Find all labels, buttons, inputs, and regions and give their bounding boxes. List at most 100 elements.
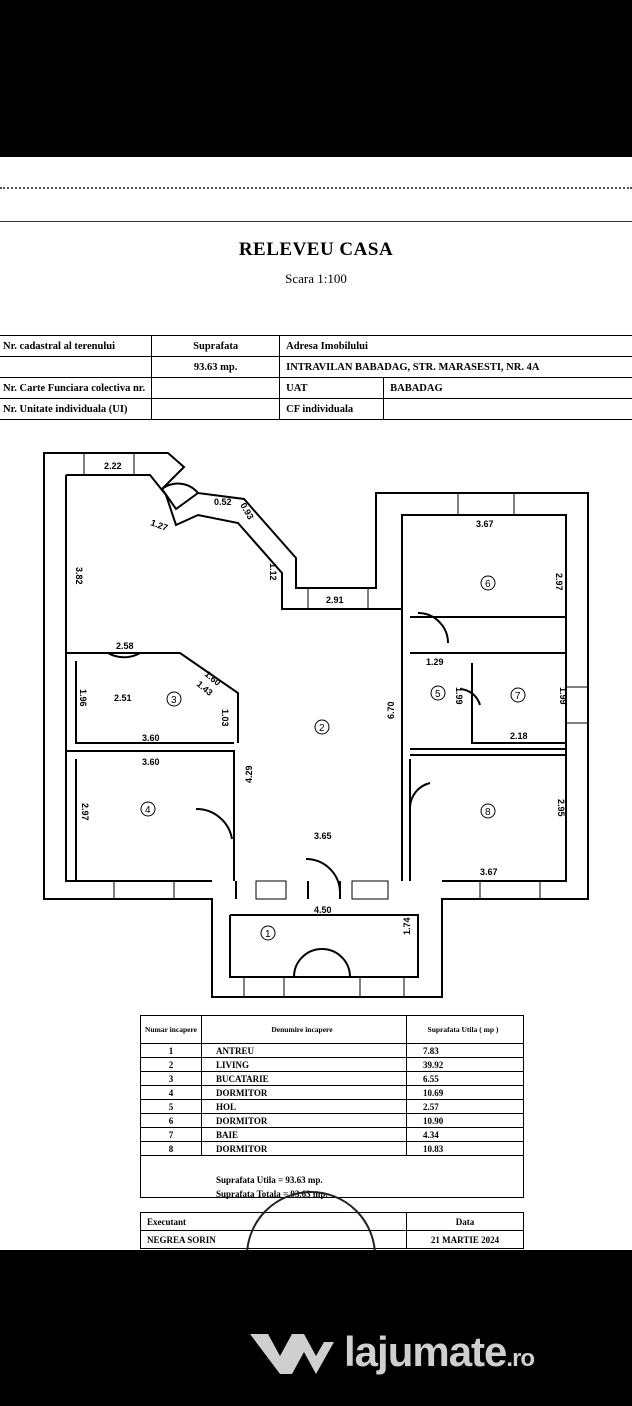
total-useful-surface: Suprafata Utila = 93.63 mp. xyxy=(216,1175,323,1185)
empty-cell xyxy=(383,398,632,420)
uat-label: UAT xyxy=(279,377,385,399)
room-nr: 4 xyxy=(139,1085,203,1100)
room-name: DORMITOR xyxy=(201,1113,407,1128)
room-number-5: 5 xyxy=(435,689,441,700)
dimension-label: 3.65 xyxy=(314,831,332,841)
room-name: BAIE xyxy=(201,1127,407,1142)
dimension-label: 3.82 xyxy=(74,567,84,585)
room-number-3: 3 xyxy=(171,695,177,706)
document-page: RELEVEU CASA Scara 1:100 Nr. cadastral a… xyxy=(0,157,632,1250)
dimension-label: 1.29 xyxy=(426,657,444,667)
legend-header-row: Numar incapere Denumire incapere Suprafa… xyxy=(139,1015,525,1044)
room-name: DORMITOR xyxy=(201,1141,407,1156)
room-nr: 8 xyxy=(139,1141,203,1156)
uat-value: BABADAG xyxy=(383,377,632,399)
dimension-label: 2.18 xyxy=(510,731,528,741)
dimension-label: 3.67 xyxy=(476,519,494,529)
dimension-label: 2.58 xyxy=(116,641,134,651)
room-surface: 7.83 xyxy=(405,1043,525,1058)
doors xyxy=(107,482,481,978)
dimension-label: 1.99 xyxy=(454,687,464,705)
room-number-4: 4 xyxy=(145,805,151,816)
document-title: RELEVEU CASA xyxy=(238,239,394,260)
dimension-labels: 2.22 1.27 0.52 0.93 1.12 2.91 3.82 2.58 … xyxy=(74,461,568,935)
room-numbers: 1 2 3 4 5 6 7 8 xyxy=(140,575,526,941)
dimension-label: 2.22 xyxy=(104,461,122,471)
dimension-label: 3.60 xyxy=(142,733,160,743)
room-name: BUCATARIE xyxy=(201,1071,407,1086)
surface-totals: Suprafata Utila = 93.63 mp. Suprafata To… xyxy=(216,1173,328,1201)
total-built-surface: Suprafata Totala = 93.63 mp. xyxy=(216,1189,328,1199)
outer-walls xyxy=(43,452,589,998)
room-surface: 10.83 xyxy=(405,1141,525,1156)
room-nr: 2 xyxy=(139,1057,203,1072)
header-surface: Suprafata Utila ( mp ) xyxy=(405,1015,525,1044)
cf-label: CF individuala xyxy=(279,398,385,420)
date-value: 21 MARTIE 2024 xyxy=(406,1230,524,1249)
room-surface: 2.57 xyxy=(405,1099,525,1114)
dimension-label: 2.97 xyxy=(554,573,564,591)
dimension-label: 2.95 xyxy=(556,799,566,817)
room-surface: 10.90 xyxy=(405,1113,525,1128)
room-number-6: 6 xyxy=(485,579,491,590)
dimension-label: 2.91 xyxy=(326,595,344,605)
cadastral-label: Nr. cadastral al terenului xyxy=(0,335,153,357)
address-label: Adresa Imobilului xyxy=(279,335,632,357)
dimension-label: 0.52 xyxy=(214,497,232,507)
room-nr: 7 xyxy=(139,1127,203,1142)
interior-walls xyxy=(66,609,566,899)
dimension-label: 1.03 xyxy=(220,709,230,727)
room-number-7: 7 xyxy=(515,691,521,702)
room-name: DORMITOR xyxy=(201,1085,407,1100)
room-name: ANTREU xyxy=(201,1043,407,1058)
empty-cell xyxy=(0,356,153,378)
watermark-brand: lajumate.ro xyxy=(344,1328,535,1375)
top-dotted-line xyxy=(0,187,632,189)
watermark: lajumate.ro xyxy=(246,1322,535,1382)
room-number-1: 1 xyxy=(265,929,271,940)
dimension-label: 1.74 xyxy=(402,917,412,935)
dimension-label: 6.70 xyxy=(386,701,396,719)
top-rule xyxy=(0,221,632,222)
dimension-label: 0.93 xyxy=(238,501,255,521)
room-nr: 3 xyxy=(139,1071,203,1086)
dimension-label: 2.97 xyxy=(80,803,90,821)
land-book-label: Nr. Carte Funciara colectiva nr. xyxy=(0,377,153,399)
surface-value: 93.63 mp. xyxy=(151,356,281,378)
lajumate-logo-icon xyxy=(250,1334,334,1374)
room-number-2: 2 xyxy=(319,723,325,734)
address-value: INTRAVILAN BABADAG, STR. MARASESTI, NR. … xyxy=(279,356,632,378)
room-name: HOL xyxy=(201,1099,407,1114)
dimension-label: 1.96 xyxy=(78,689,88,707)
room-nr: 6 xyxy=(139,1113,203,1128)
header-room-name: Denumire incapere xyxy=(201,1015,407,1044)
totals-row xyxy=(140,1155,524,1198)
room-surface: 4.34 xyxy=(405,1127,525,1142)
property-info-table: Nr. cadastral al terenului Suprafata Adr… xyxy=(0,335,632,420)
rooms-legend-table: Numar incapere Denumire incapere Suprafa… xyxy=(139,1015,525,1198)
dimension-label: 2.51 xyxy=(114,693,132,703)
room-nr: 5 xyxy=(139,1099,203,1114)
totals-cell xyxy=(140,1155,524,1198)
room-name: LIVING xyxy=(201,1057,407,1072)
header-room-number: Numar incapere xyxy=(139,1015,203,1044)
dimension-label: 1.12 xyxy=(268,563,278,581)
windows xyxy=(83,452,589,998)
dimension-label: 4.29 xyxy=(244,765,254,783)
room-surface: 6.55 xyxy=(405,1071,525,1086)
dimension-label: 1.99 xyxy=(558,687,568,705)
room-surface: 39.92 xyxy=(405,1057,525,1072)
unit-label: Nr. Unitate individuala (UI) xyxy=(0,398,153,420)
room-number-8: 8 xyxy=(485,807,491,818)
surface-label: Suprafata xyxy=(151,335,281,357)
dimension-label: 1.27 xyxy=(149,517,169,532)
room-surface: 10.69 xyxy=(405,1085,525,1100)
